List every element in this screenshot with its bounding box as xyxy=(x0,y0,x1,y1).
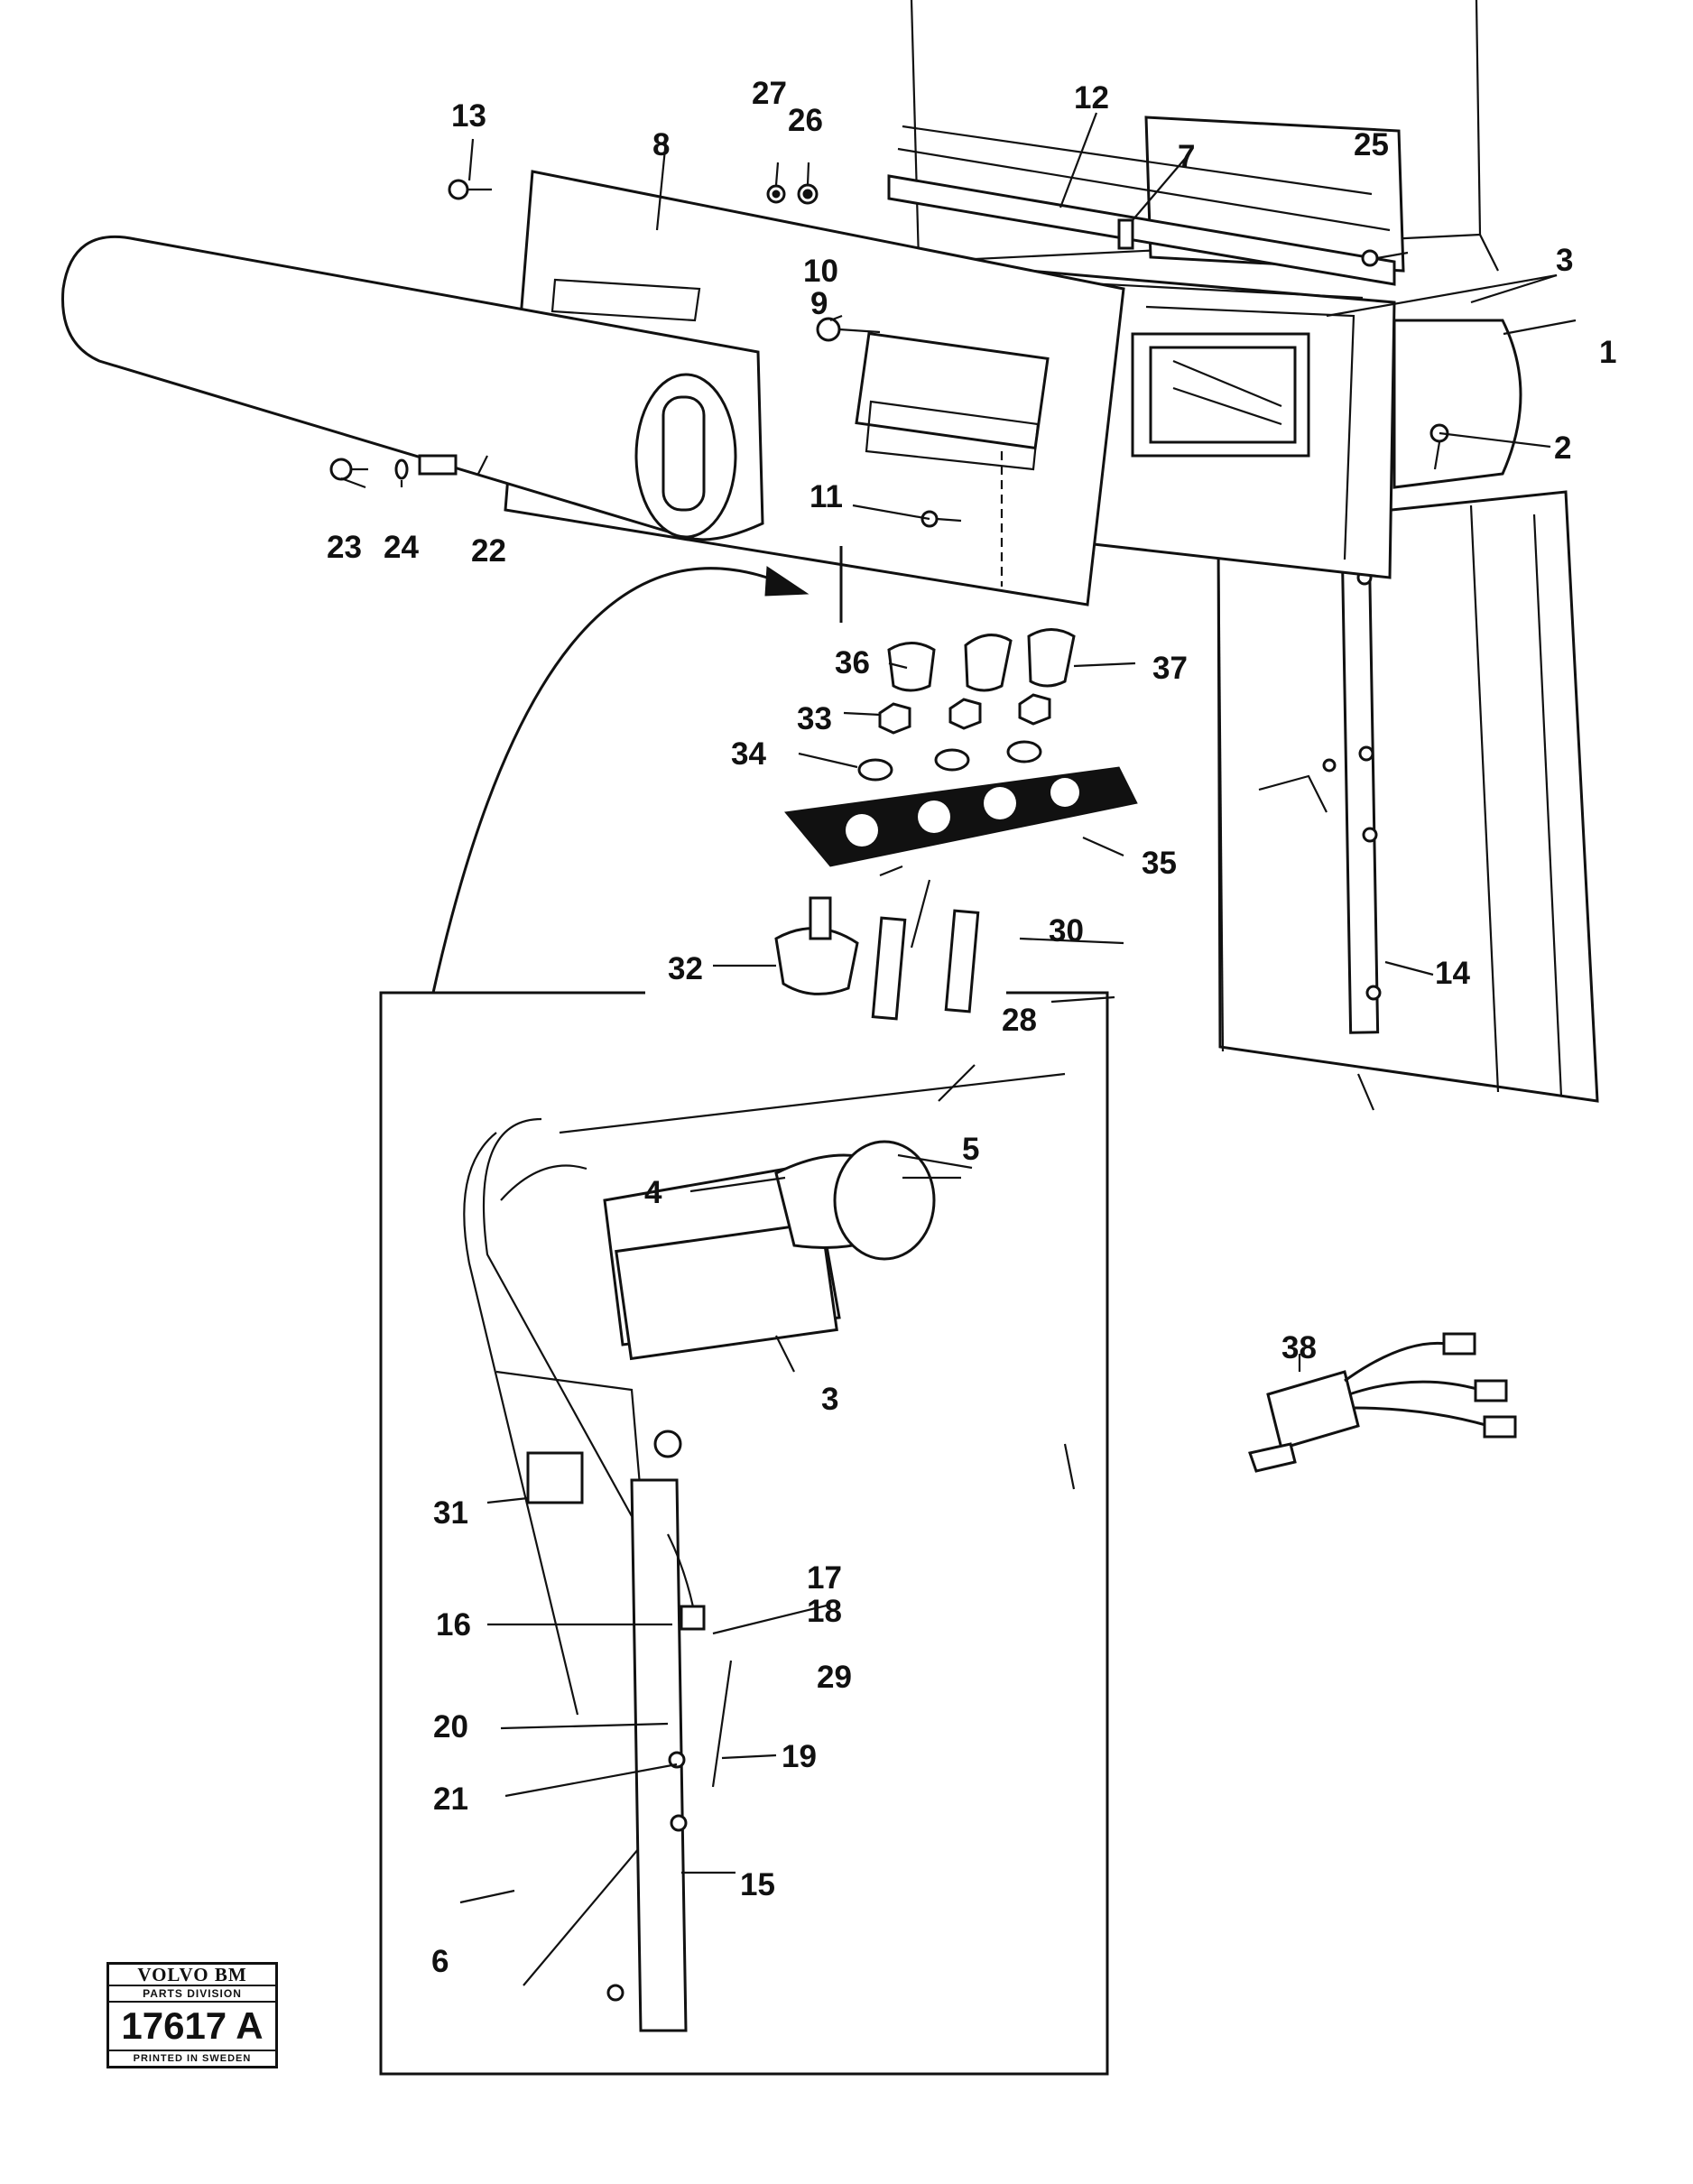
callout-36: 36 xyxy=(835,645,870,680)
callout-12: 12 xyxy=(1074,80,1109,116)
callout-34: 34 xyxy=(731,736,766,772)
callout-9: 9 xyxy=(810,286,828,321)
callout-27: 27 xyxy=(752,76,787,111)
callout-38: 38 xyxy=(1281,1330,1317,1365)
callout-6: 6 xyxy=(431,1944,449,1979)
callout-30: 30 xyxy=(1049,913,1084,949)
side-panel xyxy=(1217,490,1599,1103)
callout-15: 15 xyxy=(740,1867,775,1902)
callout-arrow xyxy=(431,546,843,994)
callout-1: 1 xyxy=(1599,335,1616,370)
callout-14: 14 xyxy=(1435,956,1470,991)
callout-5: 5 xyxy=(962,1132,979,1167)
callout-31: 31 xyxy=(433,1495,468,1531)
callout-32: 32 xyxy=(668,951,703,986)
heater-housing xyxy=(816,116,1522,579)
callout-13: 13 xyxy=(451,98,486,134)
callout-25: 25 xyxy=(1354,127,1389,162)
callout-24: 24 xyxy=(384,530,419,565)
callout-21: 21 xyxy=(433,1781,468,1817)
callout-7: 7 xyxy=(1178,139,1195,174)
callout-22: 22 xyxy=(471,533,506,569)
stamp-brand: VOLVO BM xyxy=(109,1965,275,1986)
detail-inset xyxy=(379,991,1109,2076)
callout-8: 8 xyxy=(652,127,670,162)
control-cluster xyxy=(774,628,1138,1021)
air-duct xyxy=(61,235,764,541)
callout-17: 17 xyxy=(807,1560,842,1596)
callout-labels: 1 2 3 4 5 6 7 8 9 10 11 12 13 14 15 16 1… xyxy=(327,76,1616,1979)
stamp-drawing-number: 17617 A xyxy=(109,2003,275,2051)
callout-10: 10 xyxy=(803,254,838,289)
callout-3-inset: 3 xyxy=(821,1382,838,1417)
callout-18: 18 xyxy=(807,1594,842,1629)
callout-16: 16 xyxy=(436,1607,471,1643)
callout-37: 37 xyxy=(1152,651,1188,686)
stamp-printed: PRINTED IN SWEDEN xyxy=(133,2053,252,2064)
callout-28: 28 xyxy=(1002,1003,1037,1038)
callout-29: 29 xyxy=(817,1660,852,1695)
callout-20: 20 xyxy=(433,1709,468,1744)
wiring-relay xyxy=(1248,1332,1517,1473)
callout-4: 4 xyxy=(644,1175,662,1210)
callout-33: 33 xyxy=(797,701,832,736)
callout-19: 19 xyxy=(782,1739,817,1774)
leader-lines xyxy=(340,112,1577,1904)
callout-3: 3 xyxy=(1556,243,1573,278)
callout-23: 23 xyxy=(327,530,362,565)
stamp-division: PARTS DIVISION xyxy=(109,1986,275,2003)
callout-11: 11 xyxy=(809,479,843,514)
callout-26: 26 xyxy=(788,103,823,138)
callout-2: 2 xyxy=(1554,430,1571,466)
callout-35: 35 xyxy=(1142,846,1177,881)
volvo-bm-stamp: VOLVO BM PARTS DIVISION 17617 A PRINTED … xyxy=(106,1962,278,2068)
